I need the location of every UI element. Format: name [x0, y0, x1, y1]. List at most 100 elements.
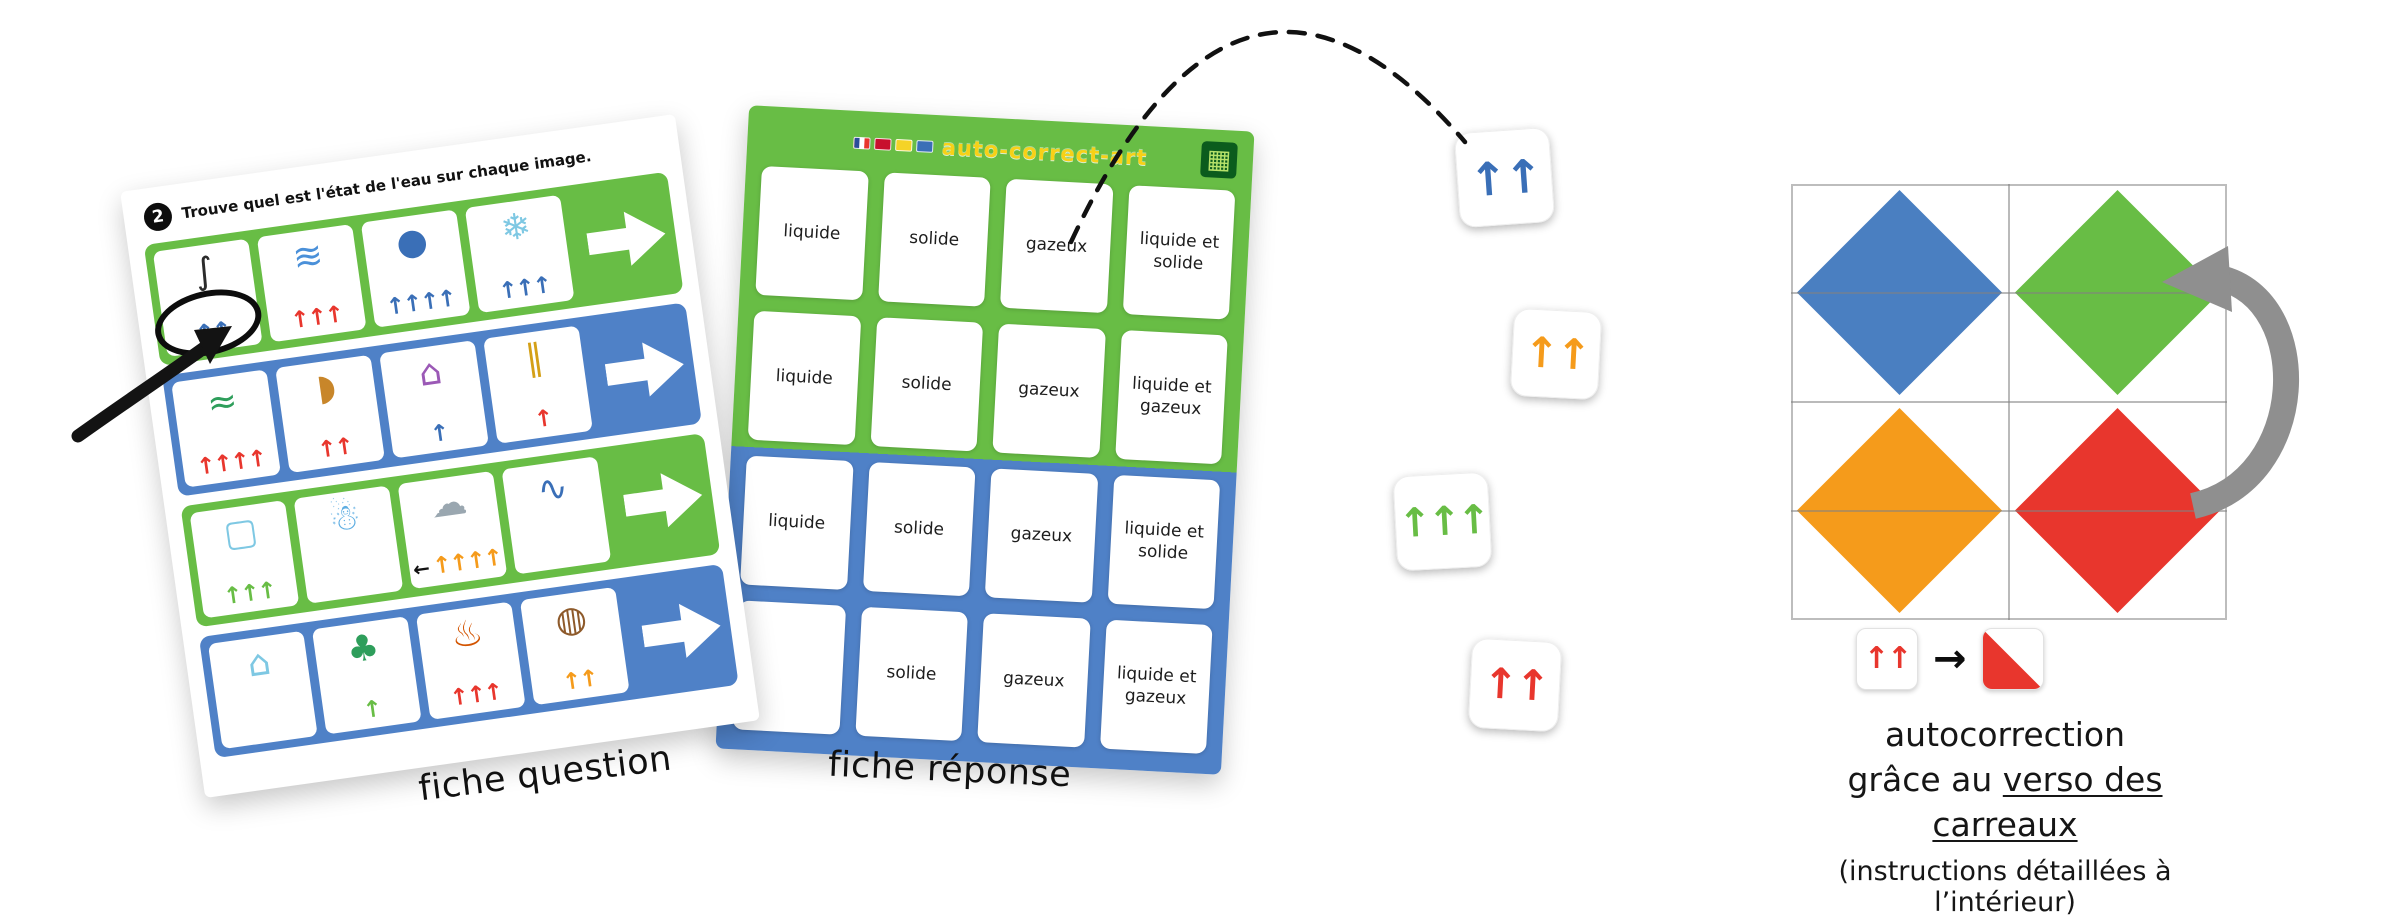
flip-arrow-icon	[2162, 246, 2299, 519]
pool-icon: ●	[393, 219, 431, 265]
question-row: ∫ ↑↑ ≋ ↑↑↑ ● ↑↑↑↑ ❄ ↑↑↑	[143, 171, 684, 367]
answer-cell: liquide et solide	[1107, 474, 1221, 610]
brand-title: auto-correct-art	[941, 135, 1149, 171]
question-card: 2 Trouve quel est l'état de l'eau sur ch…	[120, 114, 760, 798]
blue-arrows: ↑↑	[1467, 148, 1542, 207]
grid-line	[1791, 401, 2227, 403]
answer-cell: solide	[877, 172, 991, 307]
auto-correct-art-logo-icon: ▦	[1200, 140, 1238, 179]
state-arrows: ↑↑↑↑	[384, 285, 457, 321]
answer-cell: gazeux	[999, 178, 1114, 314]
state-arrows: ↑↑↑↑	[430, 544, 503, 580]
cocoa-icon: ◍	[552, 597, 590, 643]
question-image-card: ☃	[293, 485, 404, 604]
answer-cell: gazeux	[984, 468, 1098, 603]
state-arrows: ↑↑↑↑	[194, 445, 267, 481]
question-image-card: ∫ ↑↑	[148, 238, 269, 367]
state-arrows: ↑	[532, 405, 554, 434]
grid-line	[1791, 292, 2227, 294]
question-row: ▢ ↑↑↑ ☃ ☁ ← ↑↑↑↑ ∿	[180, 433, 721, 628]
exercise-number-badge: 2	[142, 201, 174, 233]
question-image-card: ⌂ ↑	[379, 340, 489, 459]
answer-cell: liquide	[747, 310, 861, 446]
water-basin-icon: ≈	[204, 379, 241, 425]
state-arrows: ↑↑↑	[448, 678, 504, 712]
question-image-card: ❄ ↑↑↑	[464, 194, 575, 314]
igloo-icon: ⌂	[244, 641, 274, 686]
right-arrow-icon: →	[1933, 636, 1967, 682]
fishing-pond-icon: ∿	[534, 466, 571, 512]
verso-underlined-text: verso des carreaux	[1932, 760, 2163, 844]
instructions-line: (instructions détaillées à l’intérieur)	[1838, 856, 2172, 918]
pond-tree-icon: ♣	[344, 626, 382, 672]
answer-cell: solide	[870, 317, 984, 452]
state-arrows: ↑↑	[316, 433, 354, 464]
answer-cell: solide	[854, 606, 968, 742]
question-image-card: ≈ ↑↑↑↑	[171, 369, 282, 488]
small-left-arrow-icon: ←	[411, 555, 432, 582]
skis-icon: ∥	[522, 336, 547, 380]
question-image-card: ♨ ↑↑↑	[415, 601, 526, 720]
answer-cell: solide	[862, 461, 976, 597]
pie-icon: ◗	[314, 366, 339, 410]
row-answer-arrow-icon	[639, 595, 727, 668]
state-arrows: ↑↑↑	[497, 272, 552, 306]
hand-circle-annotation	[148, 279, 269, 367]
answer-tile-green: ↑↑↑	[1392, 471, 1493, 572]
language-flags	[852, 136, 934, 153]
verso-line: grâce au verso des carreaux	[1847, 760, 2163, 844]
flag-france-icon	[852, 136, 871, 150]
cold-child-icon: ☃	[325, 495, 364, 541]
flag-blue-icon	[915, 139, 934, 153]
rain-cloud-icon: ☁	[428, 480, 470, 527]
flag-yellow-icon	[894, 138, 913, 152]
answer-tile-blue: ↑↑	[1453, 126, 1556, 229]
demo-tile-back	[1981, 628, 2044, 690]
verso-caption: autocorrection grâce au verso des carrea…	[1770, 712, 2240, 918]
state-arrows: ↑	[428, 419, 450, 449]
question-row: ≈ ↑↑↑↑ ◗ ↑↑ ⌂ ↑ ∥ ↑	[162, 302, 702, 497]
fountain-icon: ≋	[290, 234, 326, 280]
row-answer-arrow-icon	[584, 203, 672, 276]
answer-cell: gazeux	[992, 323, 1106, 458]
question-image-card: ≋ ↑↑↑	[256, 224, 367, 343]
answer-cell: liquide et solide	[1122, 185, 1236, 320]
question-image-card: ● ↑↑↑↑	[360, 209, 471, 328]
state-arrows: ↑↑	[560, 665, 599, 697]
row-answer-arrow-icon	[602, 333, 690, 406]
green-arrows: ↑↑↑	[1397, 496, 1488, 547]
answer-cell: liquide	[740, 455, 854, 590]
question-image-card: ∿	[501, 456, 612, 575]
answer-tile-red: ↑↑	[1467, 637, 1563, 733]
state-arrows: ↑	[361, 695, 383, 725]
question-row: ⌂ ♣ ↑ ♨ ↑↑↑ ◍ ↑↑	[198, 563, 739, 759]
ladle-icon: ∫	[191, 249, 217, 294]
red-corner-triangle	[1982, 629, 2043, 689]
answer-card: auto-correct-art ▦ liquide solide gazeux…	[715, 105, 1255, 775]
iron-icon: ⌂	[416, 351, 445, 395]
question-image-card: ◍ ↑↑	[519, 586, 630, 706]
orange-arrows: ↑↑	[1522, 327, 1590, 380]
autocorrection-line: autocorrection	[1884, 715, 2126, 754]
question-image-card: ∥ ↑	[483, 325, 593, 444]
answer-tile-orange: ↑↑	[1509, 307, 1603, 401]
state-arrows: ↑↑↑	[221, 577, 277, 611]
tile-backs-grid	[1791, 184, 2227, 620]
answer-cell: gazeux	[977, 613, 1091, 748]
state-arrows: ↑↑↑	[289, 301, 345, 335]
red-arrows: ↑↑	[1481, 658, 1549, 711]
demo-tile-front: ↑↑	[1856, 628, 1918, 690]
grid-line	[1791, 510, 2227, 512]
flag-red-icon	[873, 137, 892, 151]
icicles-icon: ❄	[498, 205, 534, 251]
answer-cell: liquide	[755, 165, 869, 301]
answer-grid: liquide solide gazeux liquide et solide …	[732, 165, 1236, 754]
answer-cell: liquide et gazeux	[1099, 619, 1213, 754]
question-image-card: ♣ ↑	[311, 616, 422, 735]
row-answer-arrow-icon	[620, 464, 708, 537]
answer-cell: liquide et gazeux	[1114, 329, 1228, 465]
flip-demo: ↑↑ →	[1856, 628, 2044, 690]
boiling-pot-icon: ♨	[448, 611, 486, 658]
question-image-card: ▢ ↑↑↑	[189, 500, 300, 619]
question-image-card: ☁ ← ↑↑↑↑	[397, 470, 508, 590]
